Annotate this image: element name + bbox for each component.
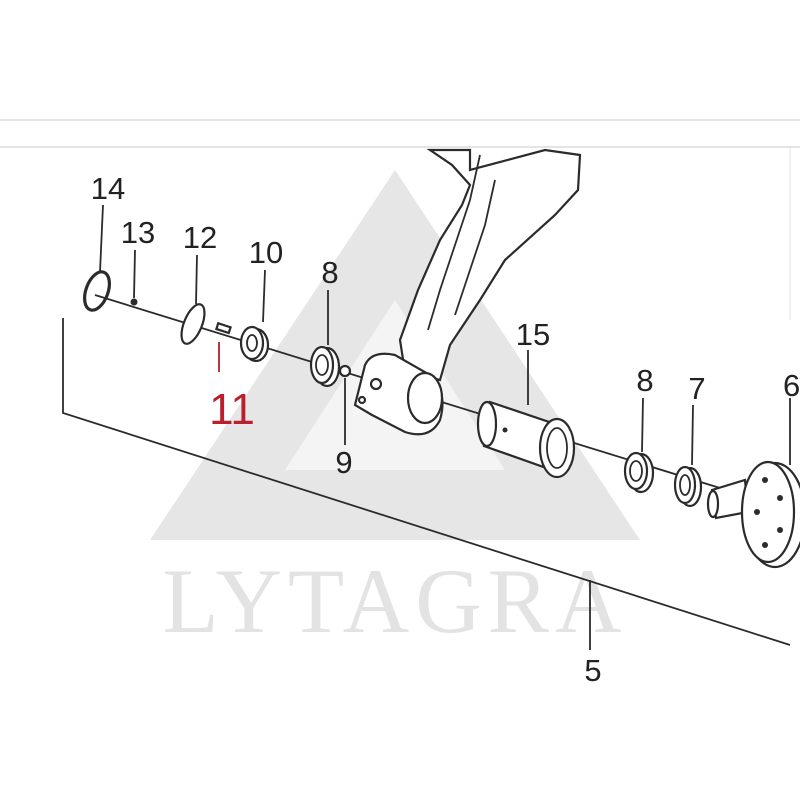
knuckle-bore <box>406 371 444 425</box>
bearing-8b-front <box>623 451 649 491</box>
pin-11 <box>214 321 232 335</box>
callout-8-left: 8 <box>321 255 338 290</box>
nut-9 <box>338 364 352 378</box>
callout-13: 13 <box>121 215 155 250</box>
knuckle-hole <box>369 377 383 391</box>
dust-cap-icon <box>180 254 206 345</box>
bearing-8a-bore <box>315 354 329 376</box>
leader-8b <box>641 397 644 453</box>
leader-7 <box>691 404 694 466</box>
bracket-line <box>62 318 791 646</box>
leader-12 <box>195 254 198 305</box>
bearing-8a-front <box>309 345 335 385</box>
hub-bolt-hole-4 <box>777 495 783 501</box>
bearing-icon <box>309 290 341 388</box>
split-pin-icon <box>214 321 232 372</box>
leader-14 <box>99 204 104 273</box>
callout-15: 15 <box>516 317 550 352</box>
arm-body <box>398 148 582 382</box>
callout-9: 9 <box>335 445 352 480</box>
knuckle-hole-2 <box>357 395 367 405</box>
hub-flange-icon <box>706 398 800 569</box>
leader-13 <box>133 249 136 299</box>
callout-11: 11 <box>209 385 255 434</box>
callout-10: 10 <box>249 235 283 270</box>
callout-8-right: 8 <box>636 363 653 398</box>
bushing-icon <box>476 350 576 479</box>
small-nut-icon <box>338 364 352 445</box>
callout-14: 14 <box>91 171 125 206</box>
bearing-icon <box>623 397 655 494</box>
bushing-hole <box>502 427 508 433</box>
castle-nut-icon <box>239 269 270 363</box>
callout-6: 6 <box>783 368 800 403</box>
nipple-13 <box>130 298 138 306</box>
hub-bolt-hole-5 <box>777 527 783 533</box>
arm-edge-2 <box>454 179 496 316</box>
arm-casting <box>353 148 582 436</box>
grease-nipple-icon <box>130 249 138 306</box>
nut-10-bore <box>246 334 258 352</box>
seal-7-bore <box>679 474 691 496</box>
cap-12 <box>180 303 206 345</box>
bushing-end-back <box>476 400 498 448</box>
watermark-text: LYTAGRA <box>163 550 628 652</box>
seal-ring-icon <box>673 404 703 508</box>
bushing-flange <box>538 417 576 479</box>
hub-bolt-hole-2 <box>754 509 760 515</box>
assembly-bracket-icon <box>62 318 791 650</box>
bearing-8b-bore <box>629 460 643 482</box>
callout-7: 7 <box>688 371 705 406</box>
nut-10-front <box>239 325 265 361</box>
arm-edge <box>427 154 481 331</box>
hub-flange-face <box>740 460 796 564</box>
callout-12: 12 <box>183 220 217 255</box>
leader-10 <box>262 269 266 323</box>
hub-shaft-end <box>706 489 720 519</box>
seal-7-front <box>673 465 697 505</box>
hub-bolt-hole-1 <box>762 477 768 483</box>
hub-bolt-hole-3 <box>762 542 768 548</box>
bushing-bore <box>546 427 568 469</box>
ring-14 <box>83 270 111 312</box>
retaining-ring-icon <box>83 204 111 312</box>
callout-5: 5 <box>584 653 601 688</box>
